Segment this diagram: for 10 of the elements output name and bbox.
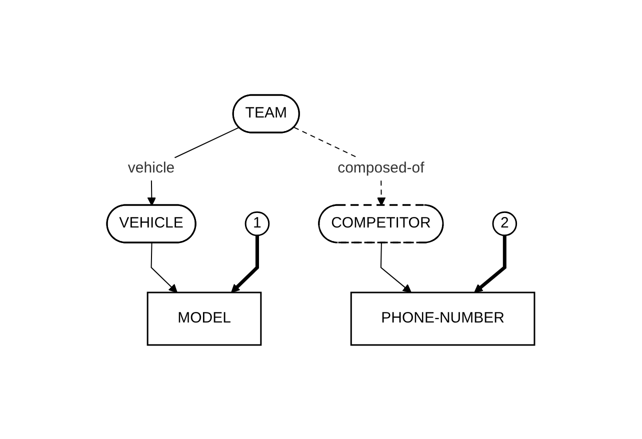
arrow xyxy=(151,242,178,292)
arrow xyxy=(231,234,260,292)
node-box: PHONE-NUMBER xyxy=(350,291,536,346)
node-circle: 1 xyxy=(245,210,270,236)
edge-label: vehicle xyxy=(128,158,175,176)
arrow xyxy=(380,242,412,292)
node-box: MODEL xyxy=(147,291,262,346)
node-circle: 2 xyxy=(492,210,518,236)
arrow xyxy=(474,234,507,292)
edge-label: composed-of xyxy=(338,158,425,176)
